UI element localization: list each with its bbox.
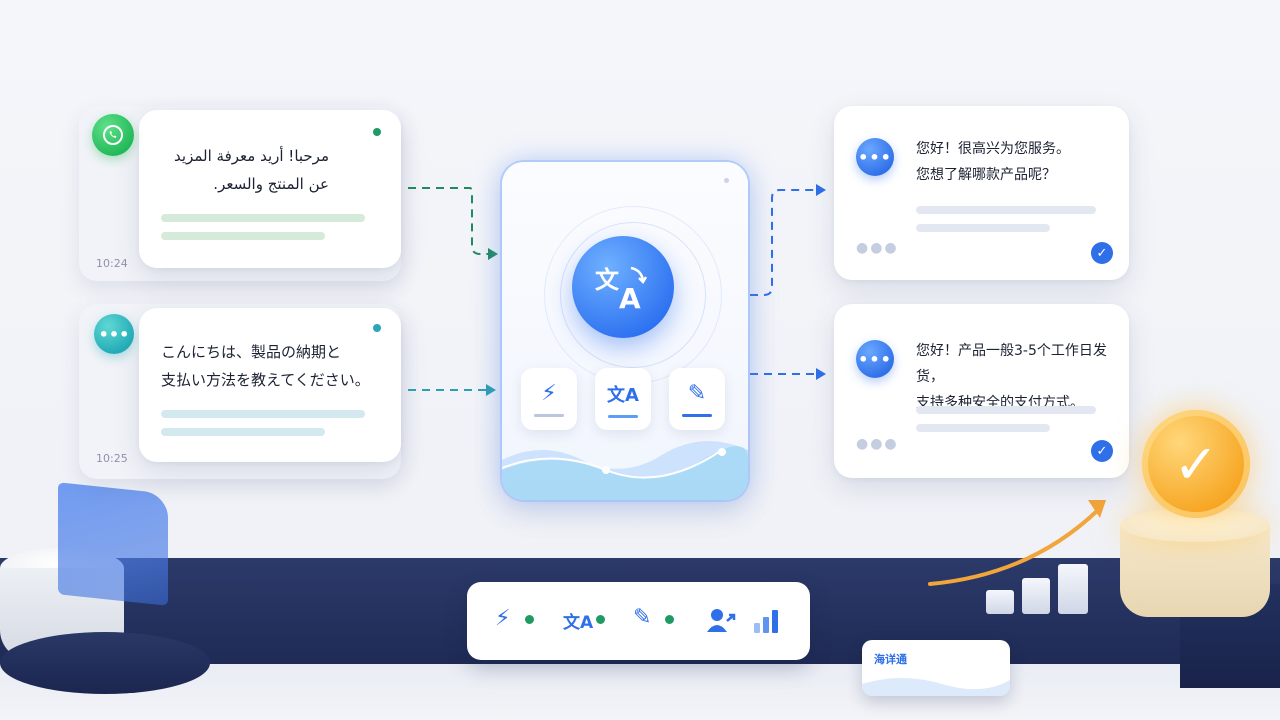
chat-bubble-icon: ••• xyxy=(856,340,894,378)
lightning-icon[interactable]: ⚡ xyxy=(495,606,511,631)
hub-tool-translate[interactable]: 文A xyxy=(595,368,651,430)
typing-dots: ●●● xyxy=(856,240,899,256)
chat-bubble-icon: ••• xyxy=(856,138,894,176)
stat-bar xyxy=(1058,564,1088,614)
status-dot xyxy=(596,615,605,624)
message-timestamp: 10:24 xyxy=(96,257,128,270)
message-text: 您好！产品一般3-5个工作日发货， 支持多种安全的支付方式。 xyxy=(916,343,1107,411)
flow-arrow-reply-1 xyxy=(750,189,818,296)
placeholder-bar xyxy=(916,206,1096,214)
edit-pen-icon: ✎ xyxy=(687,381,707,406)
placeholder-bar xyxy=(916,406,1096,414)
hub-tool-edit[interactable]: ✎ xyxy=(669,368,725,430)
status-dot xyxy=(665,615,674,624)
gold-check-icon: ✓ xyxy=(1142,410,1250,518)
placeholder-bar xyxy=(161,232,325,240)
decor-disc-left xyxy=(0,632,210,694)
hub-wave xyxy=(502,441,748,500)
typing-dots: ●●● xyxy=(856,436,899,452)
status-dot xyxy=(525,615,534,624)
signal-bars-icon[interactable] xyxy=(754,609,784,633)
translate-icon: 文A xyxy=(607,384,639,406)
bottom-toolbar: ⚡ 文A ✎ xyxy=(467,582,810,660)
hub-ring xyxy=(560,222,706,368)
brand-label: 海详通 xyxy=(874,653,907,666)
chat-bubble-icon: ••• xyxy=(94,314,134,354)
stat-bar xyxy=(1022,578,1050,614)
message-text: 您好！很高兴为您服务。 您想了解哪款产品呢？ xyxy=(916,141,1070,183)
reply-message-card[interactable]: ••• 您好！很高兴为您服务。 您想了解哪款产品呢？ ●●● ✓ xyxy=(834,106,1129,280)
brand-card[interactable]: 海详通 xyxy=(862,640,1010,696)
message-text: مرحبا! أريد معرفة المزيد عن المنتج والسع… xyxy=(174,147,329,193)
flow-arrow-arabic xyxy=(408,187,494,255)
brand-wave xyxy=(862,678,1010,696)
hub-tool-lightning[interactable]: ⚡ xyxy=(521,368,577,430)
hub-status-dot xyxy=(724,178,729,183)
placeholder-bar xyxy=(161,214,365,222)
placeholder-bar xyxy=(916,424,1050,432)
stat-bar xyxy=(986,590,1014,614)
user-share-icon[interactable] xyxy=(707,607,737,633)
status-dot xyxy=(373,128,381,136)
check-icon: ✓ xyxy=(1091,440,1113,462)
svg-text:A: A xyxy=(619,282,641,312)
edit-pen-icon[interactable]: ✎ xyxy=(633,605,652,630)
lightning-icon: ⚡ xyxy=(541,381,557,406)
svg-text:文: 文 xyxy=(595,266,620,294)
placeholder-bar xyxy=(161,428,325,436)
translate-icon[interactable]: 文A xyxy=(563,613,594,633)
whatsapp-icon xyxy=(92,114,134,156)
message-timestamp: 10:25 xyxy=(96,452,128,465)
message-text: こんにちは、製品の納期と 支払い方法を教えてください。 xyxy=(161,343,370,389)
placeholder-bar xyxy=(916,224,1050,232)
placeholder-bar xyxy=(161,410,365,418)
incoming-message-card[interactable]: こんにちは、製品の納期と 支払い方法を教えてください。 xyxy=(139,308,401,462)
stage-floor xyxy=(0,664,1280,720)
incoming-message-card[interactable]: مرحبا! أريد معرفة المزيد عن المنتج والسع… xyxy=(139,110,401,268)
translate-icon[interactable]: 文 A xyxy=(572,236,674,338)
status-dot xyxy=(373,324,381,332)
check-icon: ✓ xyxy=(1091,242,1113,264)
growth-arrow xyxy=(928,508,1100,586)
reply-message-card[interactable]: ••• 您好！产品一般3-5个工作日发货， 支持多种安全的支付方式。 ●●● ✓ xyxy=(834,304,1129,478)
